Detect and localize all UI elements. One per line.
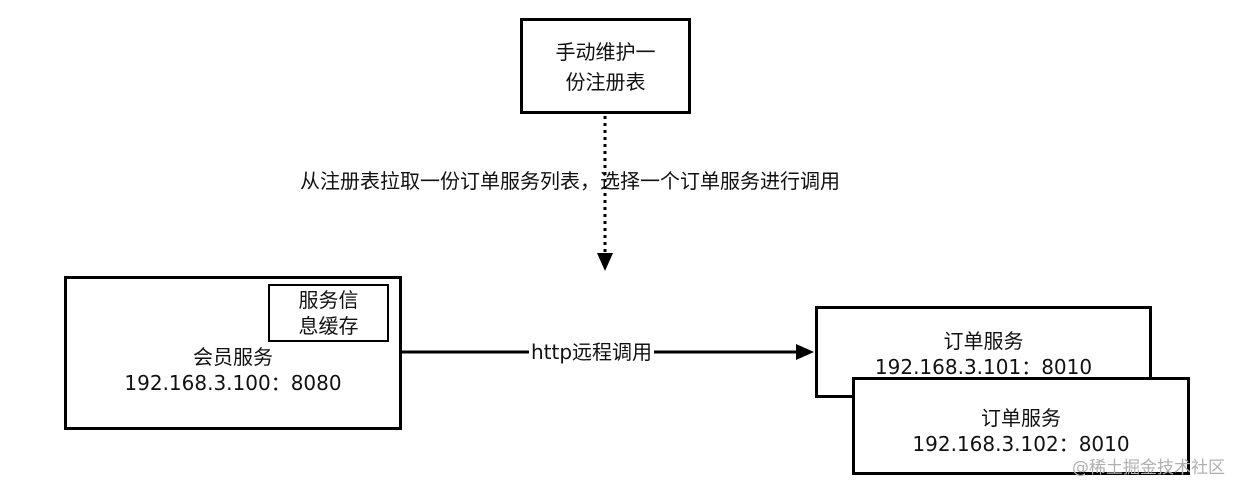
member-service-name: 会员服务 (193, 345, 273, 369)
member-service-address: 192.168.3.100：8080 (124, 371, 342, 395)
service-info-cache-box (268, 284, 389, 342)
order-service-box-2 (852, 377, 1190, 475)
registry-box (520, 18, 691, 114)
cache-label-line1: 服务信 (298, 288, 359, 312)
cache-label-line2: 息缓存 (298, 314, 359, 338)
registry-label-line2: 份注册表 (565, 70, 646, 94)
order-service-2-name: 订单服务 (981, 406, 1061, 430)
watermark: @稀土掘金技术社区 (1072, 458, 1225, 478)
order-service-2-address: 192.168.3.102：8010 (912, 432, 1130, 456)
registry-label-line1: 手动维护一 (555, 40, 656, 64)
pull-registry-arrowhead (597, 253, 613, 271)
http-call-arrowhead (796, 344, 814, 360)
http-call-label: http远程调用 (529, 339, 655, 365)
order-service-1-address: 192.168.3.101：8010 (874, 355, 1093, 379)
order-service-1-name: 订单服务 (943, 329, 1024, 353)
pull-registry-label: 从注册表拉取一份订单服务列表，选择一个订单服务进行调用 (300, 169, 840, 193)
